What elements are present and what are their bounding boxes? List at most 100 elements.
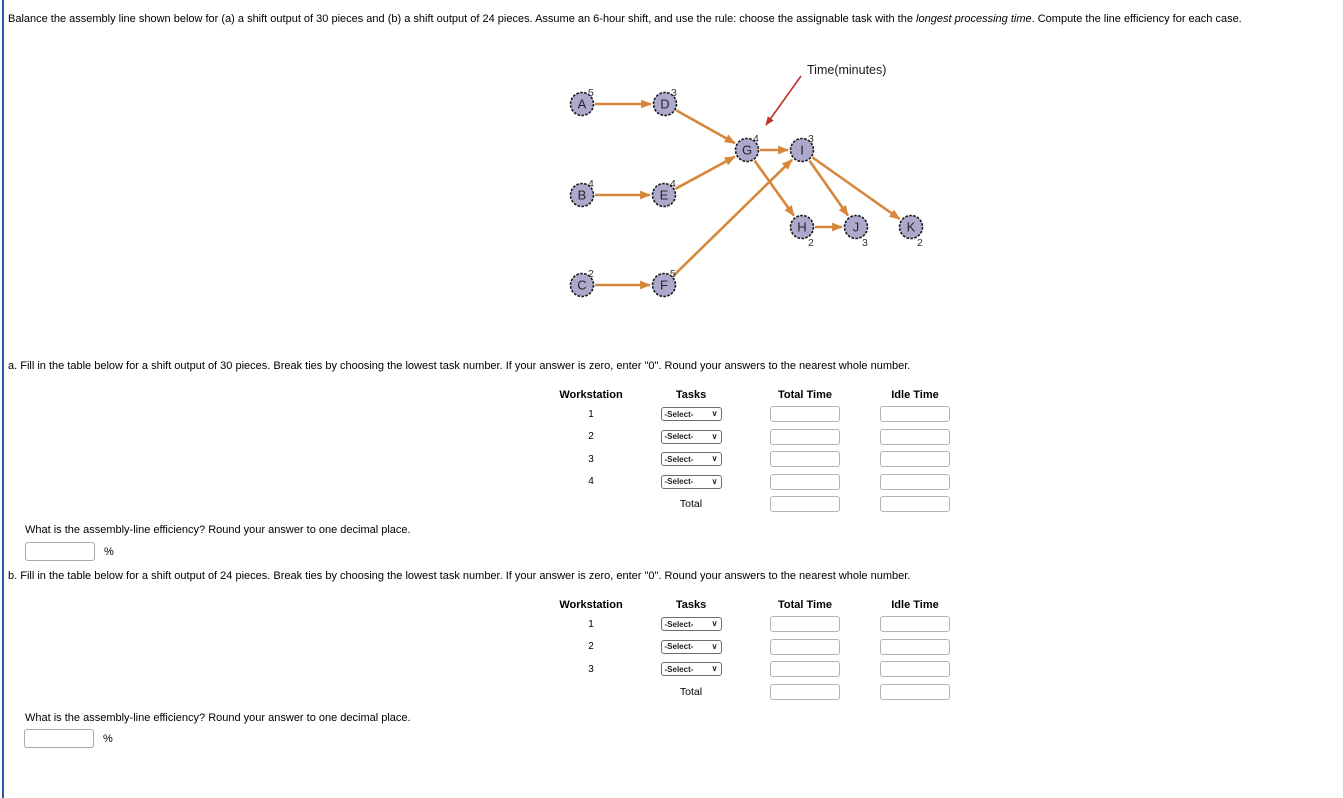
task-node-C: C2 bbox=[569, 268, 595, 298]
total-time-input[interactable] bbox=[770, 473, 840, 490]
total-time-input[interactable] bbox=[770, 616, 840, 633]
task-letter: C bbox=[577, 278, 586, 293]
tasks-select[interactable]: -Select-∨ bbox=[660, 429, 722, 444]
column-header: Workstation bbox=[559, 388, 623, 401]
task-node-I: I3 bbox=[789, 133, 815, 163]
total-label: Total bbox=[679, 498, 703, 511]
tasks-select[interactable]: -Select-∨ bbox=[660, 617, 722, 632]
statement-text-prefix: Balance the assembly line shown below fo… bbox=[8, 13, 917, 25]
task-time-A: 5 bbox=[588, 87, 594, 99]
task-letter: B bbox=[578, 188, 587, 203]
column-header: Total Time bbox=[778, 388, 832, 401]
edge-I-J bbox=[808, 159, 850, 217]
grand-total-time-input[interactable] bbox=[770, 496, 840, 513]
total-time-input[interactable] bbox=[770, 638, 840, 655]
idle-time-input[interactable] bbox=[880, 428, 950, 445]
total-time-cell bbox=[750, 448, 860, 471]
task-letter: G bbox=[742, 143, 752, 158]
task-letter: D bbox=[660, 97, 669, 112]
total-time-cell bbox=[750, 636, 860, 659]
idle-time-input[interactable] bbox=[880, 451, 950, 468]
task-letter: K bbox=[907, 220, 916, 235]
edge-D-G bbox=[675, 109, 736, 145]
efficiency-input-a[interactable] bbox=[25, 542, 95, 561]
total-time-input[interactable] bbox=[770, 661, 840, 678]
total-time-input[interactable] bbox=[770, 428, 840, 445]
tasks-select-value: -Select- bbox=[664, 454, 694, 464]
grand-idle-time-input[interactable] bbox=[880, 496, 950, 513]
percent-label-a: % bbox=[104, 546, 114, 558]
idle-time-input[interactable] bbox=[880, 661, 950, 678]
column-header: Workstation bbox=[559, 598, 623, 611]
column-header: Idle Time bbox=[891, 388, 939, 401]
task-node-G: G4 bbox=[734, 133, 760, 163]
workstation-number: 2 bbox=[588, 431, 594, 443]
time-units-label: Time(minutes) bbox=[807, 63, 886, 77]
grand-total-time-cell bbox=[750, 493, 860, 516]
total-time-input[interactable] bbox=[770, 406, 840, 423]
task-letter: I bbox=[800, 143, 804, 158]
grand-total-time-input[interactable] bbox=[770, 683, 840, 700]
workstation-number: 4 bbox=[588, 476, 594, 488]
task-time-E: 4 bbox=[670, 178, 676, 190]
workstation-number: 3 bbox=[588, 453, 594, 465]
edge-G-H bbox=[753, 159, 795, 217]
task-time-K: 2 bbox=[917, 237, 923, 249]
task-time-G: 4 bbox=[753, 133, 759, 145]
idle-time-input[interactable] bbox=[880, 406, 950, 423]
grand-idle-time-input[interactable] bbox=[880, 683, 950, 700]
task-letter: J bbox=[853, 220, 860, 235]
grand-total-time-cell bbox=[750, 681, 860, 704]
efficiency-input-b[interactable] bbox=[24, 729, 94, 748]
grand-idle-time-cell bbox=[860, 681, 970, 704]
grand-idle-time-cell bbox=[860, 493, 970, 516]
task-node-K: K2 bbox=[898, 214, 924, 249]
tasks-select[interactable]: -Select- ∨ bbox=[660, 407, 722, 422]
total-time-cell bbox=[750, 403, 860, 426]
chevron-down-icon: ∨ bbox=[711, 454, 718, 464]
task-time-D: 3 bbox=[671, 87, 677, 99]
task-letter: A bbox=[578, 97, 587, 112]
tasks-select-value: -Select- bbox=[664, 664, 694, 674]
tasks-select[interactable]: -Select- ∨ bbox=[660, 452, 722, 467]
total-time-input[interactable] bbox=[770, 451, 840, 468]
tasks-cell: -Select- ∨ bbox=[632, 448, 750, 471]
task-time-J: 3 bbox=[862, 237, 868, 249]
idle-time-input[interactable] bbox=[880, 638, 950, 655]
time-pointer-arrow bbox=[765, 75, 802, 126]
tasks-cell: -Select- ∨ bbox=[632, 403, 750, 426]
statement-text-suffix: . Compute the line efficiency for each c… bbox=[1031, 13, 1242, 25]
task-node-J: J3 bbox=[843, 214, 869, 249]
idle-time-cell bbox=[860, 403, 970, 426]
task-node-B: B4 bbox=[569, 178, 595, 208]
tasks-select[interactable]: -Select-∨ bbox=[660, 639, 722, 654]
chevron-down-icon: ∨ bbox=[711, 409, 718, 419]
page-left-border bbox=[2, 0, 4, 798]
tasks-select-value: -Select- bbox=[664, 432, 694, 442]
problem-statement: Balance the assembly line shown below fo… bbox=[8, 13, 1242, 25]
tasks-select-value: -Select- bbox=[664, 409, 694, 419]
idle-time-input[interactable] bbox=[880, 616, 950, 633]
tasks-select[interactable]: -Select-∨ bbox=[660, 474, 722, 489]
idle-time-input[interactable] bbox=[880, 473, 950, 490]
task-node-H: H2 bbox=[789, 214, 815, 249]
tasks-cell: -Select-∨ bbox=[632, 426, 750, 449]
efficiency-question-a: What is the assembly-line efficiency? Ro… bbox=[25, 524, 411, 536]
workstation-number: 1 bbox=[588, 408, 594, 420]
tasks-cell: -Select-∨ bbox=[632, 613, 750, 636]
tasks-select[interactable]: -Select-∨ bbox=[660, 662, 722, 677]
workstation-number: 2 bbox=[588, 641, 594, 653]
tasks-cell: -Select-∨ bbox=[632, 636, 750, 659]
chevron-down-icon: ∨ bbox=[711, 641, 718, 651]
task-time-H: 2 bbox=[808, 237, 814, 249]
task-time-F: 5 bbox=[670, 268, 676, 280]
task-node-A: A5 bbox=[569, 87, 595, 117]
idle-time-cell bbox=[860, 613, 970, 636]
task-letter: F bbox=[660, 278, 668, 293]
task-time-B: 4 bbox=[588, 178, 594, 190]
column-header: Tasks bbox=[675, 598, 707, 611]
idle-time-cell bbox=[860, 448, 970, 471]
tasks-cell: -Select-∨ bbox=[632, 471, 750, 494]
